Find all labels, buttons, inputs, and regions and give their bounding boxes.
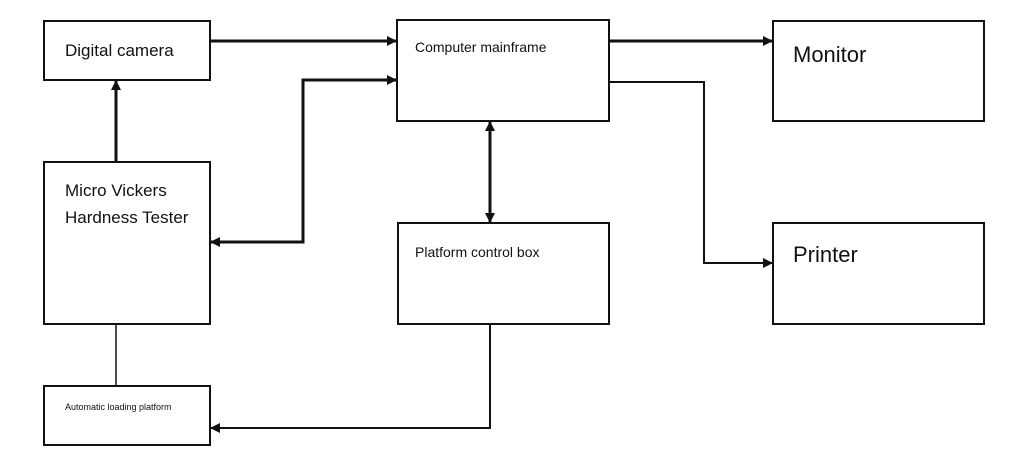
- printer-label: Printer: [793, 242, 858, 267]
- monitor-label: Monitor: [793, 42, 867, 67]
- monitor-box: Monitor: [772, 20, 985, 122]
- digital-camera-box: Digital camera: [43, 20, 211, 81]
- printer-box: Printer: [772, 222, 985, 325]
- computer-mainframe-box: Computer mainframe: [396, 19, 610, 122]
- digital-camera-label: Digital camera: [65, 41, 174, 60]
- platform-control-box-label: Platform control box: [415, 244, 540, 260]
- arrow-control-to-loading: [210, 325, 491, 433]
- automatic-loading-platform-box: Automatic loading platform: [43, 385, 211, 446]
- arrow-mainframe-to-printer: [610, 81, 773, 268]
- arrow-tester-mainframe-bidirectional: [210, 75, 397, 247]
- micro-vickers-hardness-tester-label: Micro Vickers Hardness Tester: [65, 181, 189, 227]
- automatic-loading-platform-label: Automatic loading platform: [65, 402, 172, 412]
- micro-vickers-hardness-tester-box: Micro Vickers Hardness Tester: [43, 161, 211, 325]
- platform-control-box: Platform control box: [397, 222, 610, 325]
- computer-mainframe-label: Computer mainframe: [415, 39, 547, 55]
